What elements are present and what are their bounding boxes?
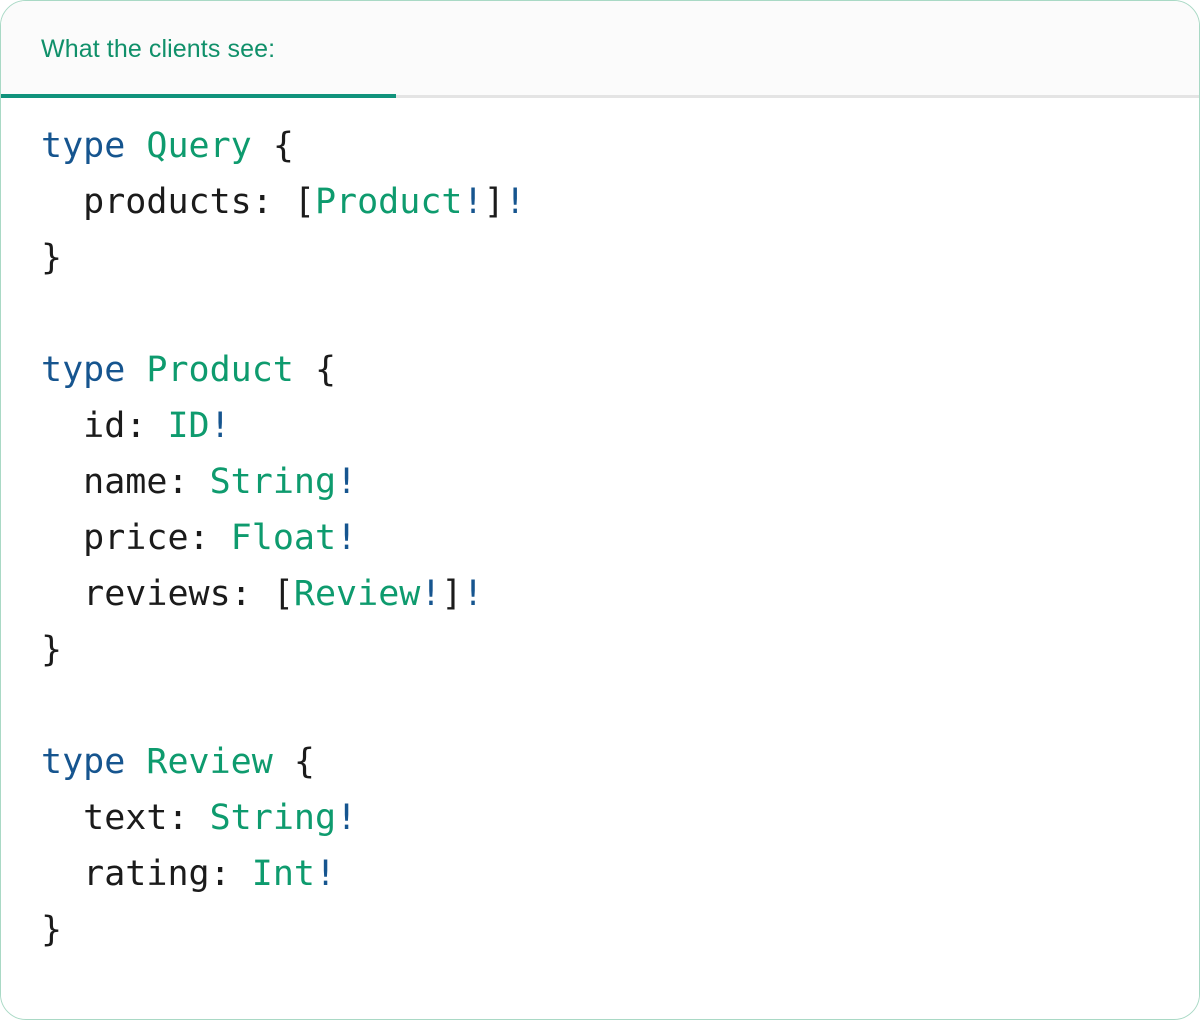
code-token-punct: { [314,350,337,390]
code-token-punct: : [125,406,168,446]
code-token-name: Query [146,126,252,166]
code-line: id: ID! [41,398,1199,454]
code-token-field: products [83,182,252,222]
graphql-schema-code[interactable]: type Query { products: [Product!]!}​type… [1,118,1199,958]
code-token-name: Int [251,854,315,894]
code-token-punct [41,182,83,222]
code-line: name: String! [41,454,1199,510]
tab-bar: What the clients see: [1,1,1199,98]
code-line: } [41,230,1199,286]
code-token-kw: type [41,742,126,782]
code-token-kw: type [41,350,126,390]
code-token-bang: ! [462,574,484,614]
code-token-field: price [83,518,189,558]
code-token-name: Product [314,182,463,222]
code-token-punct: { [293,742,315,782]
code-token-punct [41,406,83,446]
tab-what-the-clients-see[interactable]: What the clients see: [1,1,396,98]
code-token-punct: ] [483,182,505,222]
code-token-kw: type [41,126,126,166]
code-line: price: Float! [41,510,1199,566]
code-line: text: String! [41,790,1199,846]
code-token-field: reviews [83,574,231,614]
code-token-bang: ! [336,798,358,838]
code-line: products: [Product!]! [41,174,1199,230]
tab-label: What the clients see: [41,35,276,63]
code-token-punct [252,126,273,166]
code-token-name: ID [167,406,210,446]
code-line: type Product { [41,342,1199,398]
code-token-name: String [209,798,337,838]
code-token-punct: : [167,798,210,838]
code-token-field: text [83,798,168,838]
code-token-punct [41,574,83,614]
code-token-punct: [ [293,182,315,222]
code-token-punct [41,798,83,838]
code-line: } [41,622,1199,678]
code-token-punct [125,742,146,782]
code-token-punct [41,854,83,894]
code-line: } [41,902,1199,958]
code-token-bang: ! [462,182,484,222]
code-line: rating: Int! [41,846,1199,902]
code-token-name: String [209,462,337,502]
code-token-punct: : [188,518,231,558]
code-token-name: Product [146,350,294,390]
code-token-punct: : [209,854,252,894]
code-token-name: Review [293,574,421,614]
code-token-punct [125,350,146,390]
code-token-bang: ! [504,182,526,222]
code-line: ​ [41,286,1199,342]
active-tab-underline [1,94,396,98]
code-token-bang: ! [420,574,442,614]
code-line: type Query { [41,118,1199,174]
code-token-punct: : [230,574,273,614]
code-line: type Review { [41,734,1199,790]
code-token-bang: ! [336,462,358,502]
code-token-punct: [ [272,574,294,614]
code-token-punct: { [272,126,294,166]
code-token-punct [41,518,83,558]
code-token-punct: } [41,910,63,950]
code-token-field: rating [83,854,210,894]
code-token-punct: ] [441,574,463,614]
code-token-name: Float [230,518,337,558]
code-token-punct: : [167,462,210,502]
code-line: ​ [41,678,1199,734]
code-token-bang: ! [314,854,337,894]
code-token-field: id [83,406,126,446]
code-panel: type Query { products: [Product!]!}​type… [1,98,1199,1018]
code-token-bang: ! [209,406,231,446]
code-token-punct [294,350,315,390]
code-token-punct: } [41,630,63,670]
code-token-punct [41,462,83,502]
code-token-punct [273,742,294,782]
code-token-punct [125,126,146,166]
code-line: reviews: [Review!]! [41,566,1199,622]
code-token-punct: : [251,182,294,222]
code-token-field: name [83,462,168,502]
code-token-name: Review [146,742,273,782]
code-token-punct: } [41,238,63,278]
code-token-bang: ! [336,518,358,558]
